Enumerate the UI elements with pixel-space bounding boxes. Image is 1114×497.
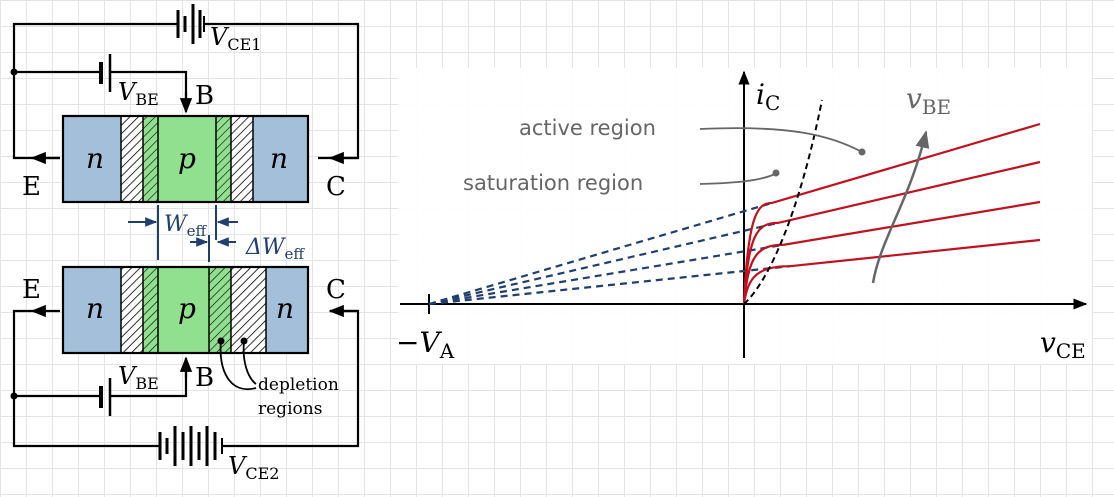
saturation-region-label: saturation region [463, 171, 643, 195]
active-region-pointer [699, 127, 863, 153]
top-p-base-region [158, 116, 216, 202]
top-transistor: VCE1 VBE B E C n p n [10, 4, 360, 204]
bottom-collector-label: C [326, 275, 346, 305]
saturation-region-pointer [699, 173, 776, 185]
top-n-emitter-region [63, 116, 121, 202]
top-emitter-label: E [22, 172, 41, 202]
bottom-depletion-eb [121, 267, 143, 353]
battery-vce1-icon [176, 4, 205, 44]
top-n-label-left: n [86, 142, 104, 175]
bottom-base-wire [110, 370, 188, 398]
bottom-depletion-cb-p [209, 267, 231, 353]
bottom-transistor-outline [61, 265, 310, 355]
delta-weff-label: ΔWeff [245, 235, 305, 263]
bottom-depletion-cb [231, 267, 266, 353]
depletion-label-line1: depletion [258, 375, 339, 395]
junction-dot [10, 68, 18, 76]
bottom-depletion-eb-p [143, 267, 158, 353]
top-depletion-eb-p [143, 116, 158, 202]
bottom-vbe-label: VBE [118, 362, 159, 393]
top-n-label-right: n [270, 142, 288, 175]
bottom-n-label-left: n [86, 292, 104, 325]
top-vce-label: VCE1 [210, 23, 261, 54]
ic-vce-graph: iC vCE −VA vBE active region saturation … [396, 68, 1092, 364]
bottom-junction-dot [10, 392, 18, 400]
top-transistor-outline [61, 114, 310, 204]
bottom-vce-wire-right [222, 309, 360, 448]
intercept-label: −VA [396, 326, 455, 363]
bottom-n-emitter-region [63, 267, 121, 353]
ic-curve-4 [742, 122, 1041, 305]
depletion-pointer-1 [219, 340, 257, 391]
vbe-increase-arrow [871, 130, 930, 284]
active-region-label: active region [519, 116, 656, 140]
bottom-p-base-region [158, 267, 209, 353]
bottom-base-label: B [195, 363, 214, 393]
x-axis-label: vCE [1040, 326, 1086, 363]
bottom-battery-vbe-icon [99, 378, 112, 416]
top-collector-label: C [326, 172, 346, 202]
vbe-curve-label: vBE [906, 82, 951, 119]
top-depletion-cb-p [216, 116, 231, 202]
battery-vce2-icon [158, 426, 223, 466]
extrapolation-line-1 [428, 265, 791, 306]
top-base-label: B [195, 81, 214, 111]
top-depletion-eb [121, 116, 143, 202]
bottom-emitter-label: E [22, 275, 41, 305]
top-p-label: p [178, 142, 196, 175]
bottom-vce-label: VCE2 [228, 452, 279, 483]
chart-series-group [428, 122, 1041, 306]
top-depletion-cb [231, 116, 253, 202]
weff-label: Weff [164, 212, 208, 240]
bottom-n-collector-region [266, 267, 308, 353]
top-base-wire [110, 70, 188, 100]
depletion-pointer-2 [242, 340, 257, 385]
depletion-label-line2: regions [258, 399, 322, 419]
top-vbe-label: VBE [118, 78, 159, 109]
top-n-collector-region [253, 116, 308, 202]
width-annotations: Weff ΔWeff [128, 205, 305, 263]
bottom-p-label: p [178, 292, 196, 325]
bottom-transistor: n p n E C VBE B VCE2 [10, 265, 360, 483]
bottom-vce-wire-left [12, 309, 160, 448]
y-axis-label: iC [756, 78, 780, 115]
bottom-n-label-right: n [276, 292, 294, 325]
battery-vbe-icon [99, 54, 112, 92]
saturation-boundary-curve [743, 99, 823, 305]
